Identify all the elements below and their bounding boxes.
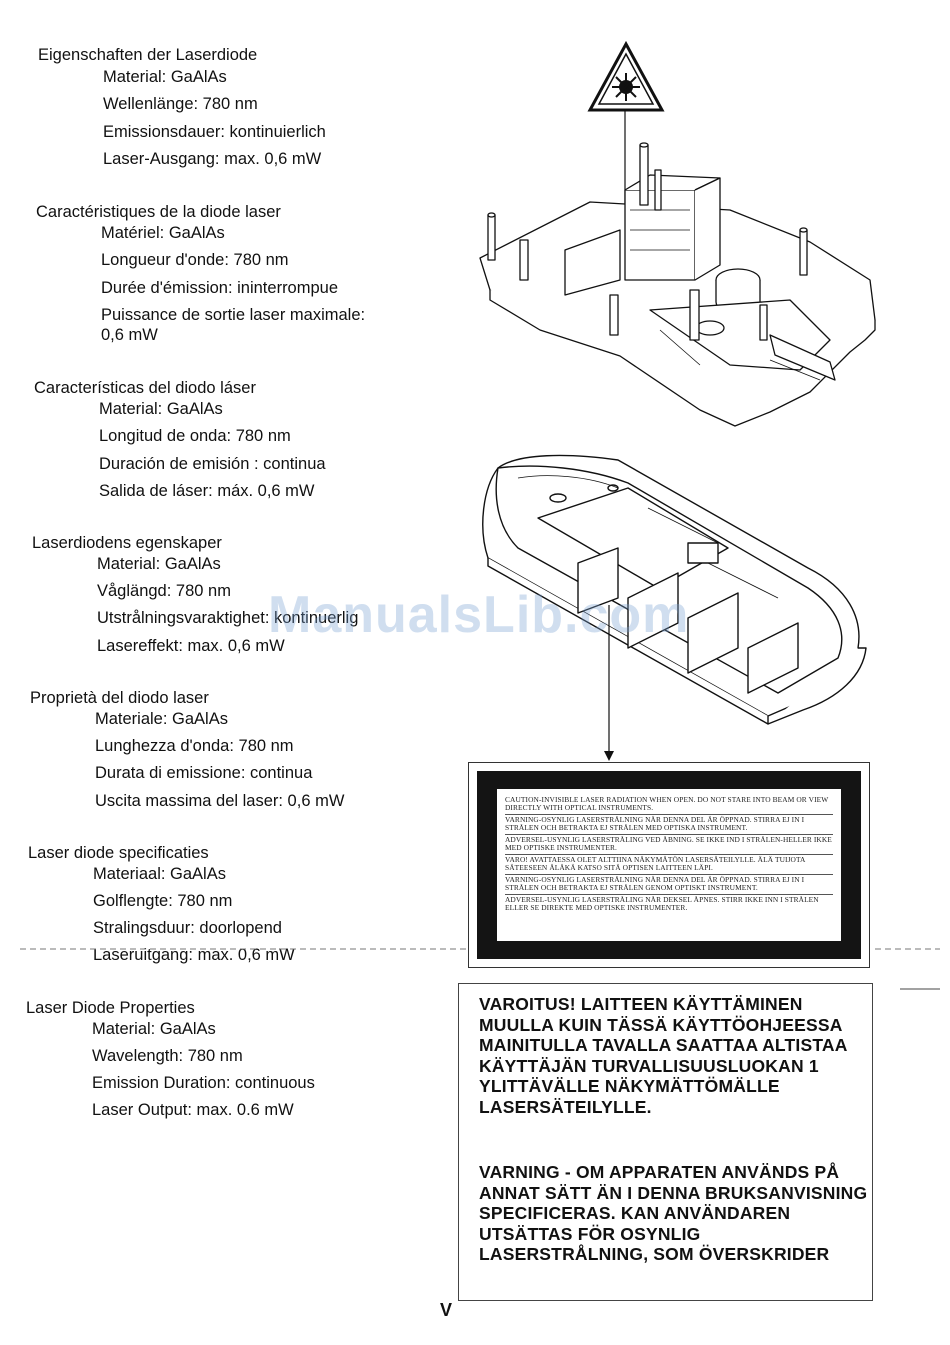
section-title: Caractéristiques de la diode laser	[36, 203, 281, 221]
section-title: Laser Diode Properties	[26, 999, 195, 1017]
property-line: Materiale: GaAlAs	[95, 710, 228, 728]
property-line: Durata di emissione: continua	[95, 764, 313, 782]
dashed-divider	[20, 948, 940, 950]
caution-line: VARNING-OSYNLIG LASERSTRÅLNING NÄR DENNA…	[505, 815, 833, 835]
caution-line: VARNING-OSYNLIG LASERSTRÅLNING NÄR DENNA…	[505, 875, 833, 895]
optical-pickup-drawing	[479, 142, 876, 427]
property-line: Material: GaAlAs	[103, 68, 227, 86]
pointer-arrow	[604, 605, 614, 761]
caution-line: ADVERSEL-USYNLIG LASERSTRÅLING NÅR DEKSE…	[505, 895, 819, 912]
margin-mark	[900, 988, 940, 990]
warning-swedish: VARNING - OM APPARATEN ANVÄNDS PÅ ANNAT …	[479, 1162, 868, 1264]
caution-line: ADVERSEL-USYNLIG LASERSTRÅLING VED ÅBNIN…	[505, 835, 833, 855]
player-body-drawing	[482, 454, 867, 725]
property-line: Våglängd: 780 nm	[97, 582, 231, 600]
page-number: V	[440, 1300, 453, 1320]
property-line: Durée d'émission: ininterrompue	[101, 279, 339, 297]
section-title: Laserdiodens egenskaper	[32, 534, 222, 552]
property-line: Emission Duration: continuous	[92, 1074, 315, 1092]
property-line: Puissance de sortie laser maximale:	[101, 306, 366, 324]
property-line: Golflengte: 780 nm	[93, 892, 233, 910]
section-title: Laser diode specificaties	[28, 844, 209, 862]
property-line: Longitud de onda: 780 nm	[99, 427, 291, 445]
caution-line: VARO! AVATTAESSA OLET ALTTIINA NÄKYMÄTÖN…	[505, 855, 833, 875]
section-title: Eigenschaften der Laserdiode	[38, 46, 258, 64]
caution-line: CAUTION-INVISIBLE LASER RADIATION WHEN O…	[505, 795, 833, 815]
property-line: Duración de emisión : continua	[99, 455, 326, 473]
property-line: Wellenlänge: 780 nm	[103, 95, 258, 113]
property-line: Laser Output: max. 0.6 mW	[92, 1101, 294, 1119]
caution-label: CAUTION-INVISIBLE LASER RADIATION WHEN O…	[468, 762, 870, 968]
property-line: Matériel: GaAlAs	[101, 224, 225, 242]
section-title: Proprietà del diodo laser	[30, 689, 209, 707]
caution-label-text: CAUTION-INVISIBLE LASER RADIATION WHEN O…	[497, 789, 841, 941]
property-line: Lasereffekt: max. 0,6 mW	[97, 637, 285, 655]
property-line: Wavelength: 780 nm	[92, 1047, 243, 1065]
property-line: Emissionsdauer: kontinuierlich	[103, 123, 326, 141]
warning-box: VAROITUS! LAITTEEN KÄYTTÄMINEN MUULLA KU…	[458, 983, 873, 1301]
property-line: Longueur d'onde: 780 nm	[101, 251, 289, 269]
property-line: Materiaal: GaAlAs	[93, 865, 226, 883]
laser-warning-icon	[587, 40, 665, 112]
warning-finnish: VAROITUS! LAITTEEN KÄYTTÄMINEN MUULLA KU…	[479, 994, 847, 1117]
property-line: Lunghezza d'onda: 780 nm	[95, 737, 294, 755]
property-line: Stralingsduur: doorlopend	[93, 919, 282, 937]
property-line: Laser-Ausgang: max. 0,6 mW	[103, 150, 322, 168]
section-title: Características del diodo láser	[34, 379, 256, 397]
property-line: Material: GaAlAs	[97, 555, 221, 573]
property-line: Uscita massima del laser: 0,6 mW	[95, 792, 345, 810]
property-line: Laseruitgang: max. 0,6 mW	[93, 946, 295, 964]
watermark: ManualsLib.com	[268, 586, 690, 644]
property-line: Material: GaAlAs	[99, 400, 223, 418]
property-line: Utstrålningsvaraktighet: kontinuerlig	[97, 609, 359, 627]
property-line: Salida de láser: máx. 0,6 mW	[99, 482, 315, 500]
property-line: 0,6 mW	[101, 326, 158, 344]
property-line: Material: GaAlAs	[92, 1020, 216, 1038]
caution-label-border: CAUTION-INVISIBLE LASER RADIATION WHEN O…	[477, 771, 861, 959]
